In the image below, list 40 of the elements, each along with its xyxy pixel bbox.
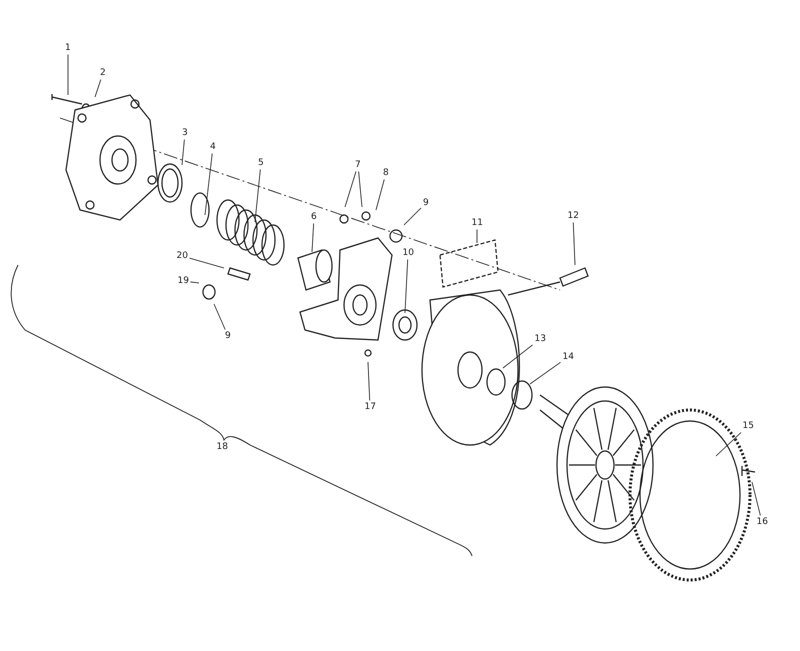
callout-number: 16 [756, 516, 769, 528]
callout-number: 4 [209, 142, 217, 152]
callout-number: 9 [422, 198, 430, 208]
leader-line [530, 362, 561, 384]
leader-line [182, 139, 185, 166]
callout-number: 2 [99, 68, 107, 78]
callout-number: 19 [176, 276, 190, 286]
leader-line [189, 258, 224, 268]
leader-line [368, 362, 370, 401]
leader-line [214, 304, 226, 330]
leader-line [94, 79, 102, 98]
leader-line [502, 344, 533, 368]
leader-line [476, 229, 478, 244]
callout-number: 12 [566, 210, 580, 222]
leader-line [752, 482, 761, 516]
callout-number: 14 [562, 352, 575, 362]
leader-line [358, 171, 362, 208]
leader-line [344, 171, 356, 208]
callout-number: 8 [382, 168, 390, 178]
callout-number: 1 [64, 42, 72, 54]
leader-line [404, 208, 422, 226]
callout-number: 17 [364, 402, 377, 412]
callout-number: 6 [310, 212, 318, 222]
leader-line [404, 259, 408, 314]
leader-line [190, 282, 200, 284]
callout-number: 10 [402, 248, 415, 258]
leader-line [204, 153, 213, 216]
leader-line [376, 179, 385, 210]
callout-number: 7 [354, 160, 362, 170]
callout-number: 3 [181, 128, 189, 138]
callout-number: 13 [534, 334, 547, 344]
leader-line [572, 222, 576, 266]
callout-number: 5 [257, 158, 265, 168]
callout-number: 11 [470, 218, 484, 228]
leader-line [312, 223, 314, 252]
callout-number: 15 [742, 420, 755, 432]
leader-line [254, 169, 261, 222]
callout-number: 18 [216, 442, 229, 452]
callout-number: 20 [176, 250, 189, 262]
callout-number: 9 [224, 330, 232, 342]
